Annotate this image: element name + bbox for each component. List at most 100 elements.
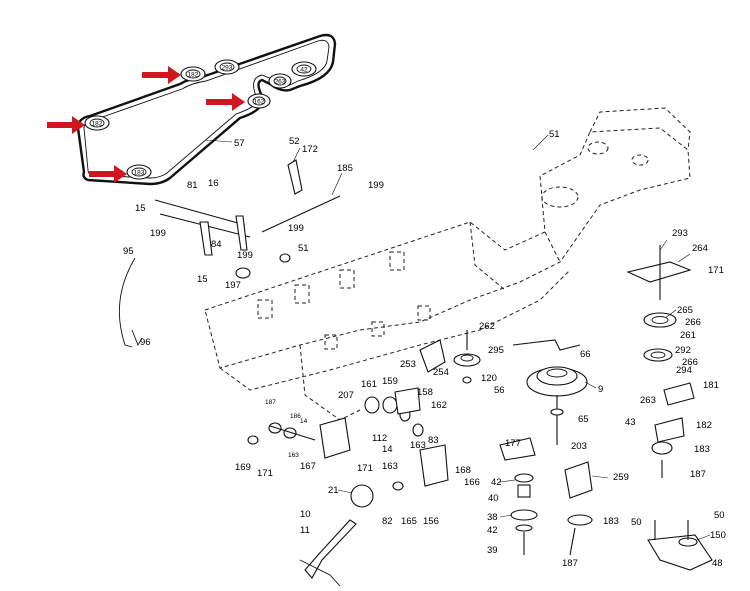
part-label: 9 <box>598 384 603 395</box>
belt-pulley: 293 <box>214 59 240 75</box>
part-label: 266 <box>682 357 698 368</box>
part-label: 165 <box>401 516 417 527</box>
belt-routing-diagram: 182 293 42 263 162 182 <box>47 33 337 186</box>
part-label: 39 <box>487 545 498 556</box>
part-label: 183 <box>694 444 710 455</box>
left-spindle <box>247 422 316 445</box>
bracket-253 <box>419 339 446 373</box>
belt-callout: 182 <box>92 121 103 128</box>
part-label: 43 <box>625 417 636 428</box>
part-label: 171 <box>708 265 724 276</box>
belt-pulley: 263 <box>268 73 292 89</box>
part-label: 14 <box>382 444 393 455</box>
part-label: 66 <box>580 349 591 360</box>
tractor-frame <box>204 107 691 421</box>
part-label: 161 <box>361 379 377 390</box>
part-label: 15 <box>135 203 146 214</box>
belt-pulley: 42 <box>291 61 317 77</box>
part-label: 261 <box>680 330 696 341</box>
part-label: 50 <box>631 517 642 528</box>
belt-callout: 42 <box>300 67 308 74</box>
part-label: 263 <box>640 395 656 406</box>
deck-lift-stack <box>499 437 538 555</box>
part-label: 15 <box>197 274 208 285</box>
part-label: 166 <box>464 477 480 488</box>
part-label: 254 <box>433 367 449 378</box>
part-label: 185 <box>337 163 353 174</box>
spindle-assembly <box>319 387 449 487</box>
part-label: 83 <box>428 435 439 446</box>
part-label: 65 <box>578 414 589 425</box>
part-label: 186 <box>290 413 301 420</box>
pedal-assembly <box>299 481 404 587</box>
part-labels: 51 52 172 185 199 81 16 15 199 84 199 19… <box>123 129 726 569</box>
part-label: 38 <box>487 512 498 523</box>
part-label: 266 <box>685 317 701 328</box>
red-arrow <box>89 165 127 183</box>
part-label: 207 <box>338 390 354 401</box>
part-label: 262 <box>479 321 495 332</box>
part-label: 40 <box>488 493 499 504</box>
part-label: 156 <box>423 516 439 527</box>
part-label: 253 <box>400 359 416 370</box>
belt-pulley: 183 <box>126 164 152 180</box>
part-label: 199 <box>150 228 166 239</box>
belt-callout: 182 <box>188 72 199 79</box>
part-label: 10 <box>300 509 311 520</box>
part-label: 16 <box>208 178 219 189</box>
main-pulley <box>512 339 588 445</box>
part-label: 158 <box>417 387 433 398</box>
part-label: 163 <box>410 440 426 451</box>
part-label: 187 <box>690 469 706 480</box>
part-label: 295 <box>488 345 504 356</box>
part-label: 199 <box>288 223 304 234</box>
part-label: 82 <box>382 516 393 527</box>
lower-right-bracket <box>647 520 713 571</box>
part-label: 171 <box>257 468 273 479</box>
idler-pulley <box>453 330 481 384</box>
part-label: 42 <box>487 525 498 536</box>
part-label: 203 <box>571 441 587 452</box>
part-label: 84 <box>211 239 222 250</box>
belt-pulley: 182 <box>180 66 206 82</box>
part-label: 259 <box>613 472 629 483</box>
part-label: 167 <box>300 461 316 472</box>
part-label: 11 <box>300 525 310 536</box>
part-label: 199 <box>368 180 384 191</box>
part-label: 14 <box>300 418 308 425</box>
part-label: 51 <box>298 243 309 254</box>
part-label: 95 <box>123 246 134 257</box>
part-label: 159 <box>382 376 398 387</box>
red-arrow <box>47 116 85 134</box>
part-label: 187 <box>265 399 276 406</box>
pulley-stack-right <box>626 245 695 478</box>
belt-part-label: 57 <box>234 138 245 149</box>
red-arrow <box>142 66 181 84</box>
part-label: 264 <box>692 243 708 254</box>
part-label: 177 <box>505 438 521 449</box>
belt-callout: 162 <box>254 99 265 106</box>
belt-callout: 263 <box>275 79 286 86</box>
part-label: 169 <box>235 462 251 473</box>
part-label: 172 <box>302 144 318 155</box>
part-label: 50 <box>714 510 725 521</box>
part-label: 187 <box>562 558 578 569</box>
red-arrow <box>206 93 245 111</box>
lower-pulley <box>564 461 593 556</box>
part-label: 150 <box>710 530 726 541</box>
part-label: 21 <box>328 485 339 496</box>
part-label: 56 <box>494 385 505 396</box>
part-label: 181 <box>703 380 719 391</box>
part-label: 112 <box>372 433 387 444</box>
part-label: 42 <box>491 477 502 488</box>
part-label: 120 <box>481 373 497 384</box>
part-label: 292 <box>675 345 691 356</box>
part-label: 162 <box>431 400 447 411</box>
belt-callout: 183 <box>134 170 145 177</box>
linkage-assembly <box>118 159 341 348</box>
part-label: 168 <box>455 465 471 476</box>
part-label: 199 <box>237 250 253 261</box>
part-label: 197 <box>225 280 241 291</box>
